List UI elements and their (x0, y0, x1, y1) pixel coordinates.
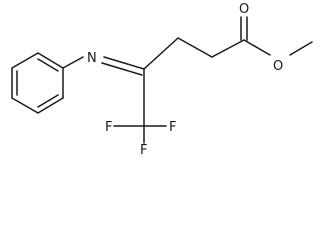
imine-nitrogen-label: N (87, 51, 97, 66)
ester-oxygen-bond (243, 39, 271, 56)
chain-bond-1 (143, 37, 179, 70)
bonds (11, 16, 313, 144)
methyl-bond (289, 41, 313, 56)
imine-double-bond-b (101, 62, 143, 76)
chain-bond-2 (177, 37, 213, 58)
carbonyl-oxygen-label: O (239, 2, 249, 17)
atom-labels: N O O F F F (87, 2, 283, 157)
ester-oxygen-label: O (273, 59, 283, 74)
ring-to-nitrogen-bond (62, 56, 84, 69)
ring-inner-bond-2 (37, 94, 59, 108)
ring-bond-1 (37, 52, 64, 69)
fluorine-bottom-label: F (140, 143, 147, 157)
chemical-structure: N O O F F F (11, 2, 313, 157)
chain-bond-3 (211, 39, 245, 58)
fluorine-right-label: F (169, 120, 176, 135)
ring-bond-6 (11, 52, 39, 69)
ring-bond-4 (11, 97, 39, 114)
imine-double-bond-a (103, 56, 145, 70)
ring-bond-3 (37, 97, 64, 114)
ring-inner-bond-1 (37, 58, 59, 72)
fluorine-left-label: F (105, 120, 112, 135)
